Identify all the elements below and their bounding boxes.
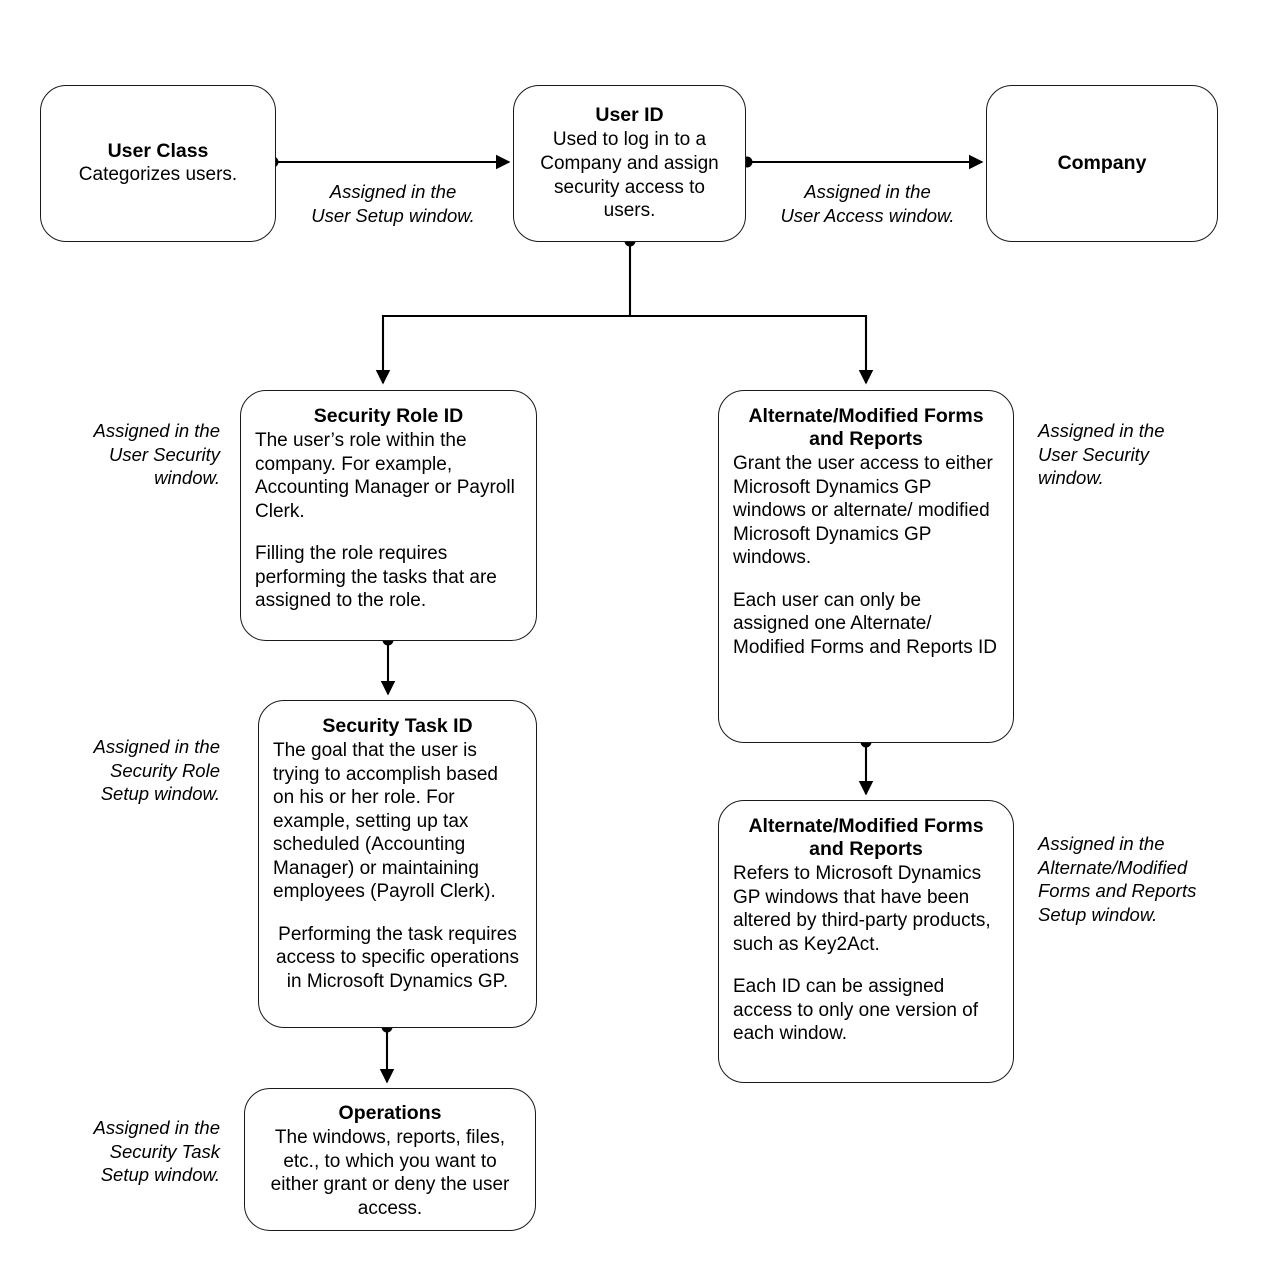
connector-user-id-split bbox=[375, 235, 874, 385]
node-user-id-title: User ID bbox=[595, 104, 664, 127]
node-security-role-id[interactable]: Security Role ID The user’s role within … bbox=[240, 390, 537, 641]
node-user-id[interactable]: User ID Used to log in to a Company and … bbox=[513, 85, 746, 242]
connector-user-class-to-user-id bbox=[267, 154, 511, 170]
edge-label-user-access: Assigned in the User Access window. bbox=[780, 181, 955, 226]
connector-task-to-operations bbox=[379, 1021, 395, 1084]
node-security-role-id-para-1: Filling the role requires performing the… bbox=[255, 543, 497, 612]
node-alt-forms-user-body: Grant the user access to either Microsof… bbox=[733, 452, 999, 659]
node-alt-forms-user[interactable]: Alternate/Modified Forms and Reports Gra… bbox=[718, 390, 1014, 743]
node-security-role-id-title: Security Role ID bbox=[313, 405, 464, 427]
node-user-class-body: Categorizes users. bbox=[55, 163, 261, 187]
node-user-id-body: Used to log in to a Company and assign s… bbox=[528, 128, 731, 222]
node-security-task-id-para-1: Performing the task requires access to s… bbox=[276, 923, 519, 992]
edge-label-security-task-setup: Assigned in the Security Task Setup wind… bbox=[93, 1117, 220, 1186]
node-alt-forms-setup[interactable]: Alternate/Modified Forms and Reports Ref… bbox=[718, 800, 1014, 1083]
node-operations-body: The windows, reports, files, etc., to wh… bbox=[259, 1126, 521, 1220]
node-security-role-id-body: The user’s role within the company. For … bbox=[255, 429, 522, 613]
node-security-task-id[interactable]: Security Task ID The goal that the user … bbox=[258, 700, 537, 1028]
connector-user-id-to-company bbox=[741, 154, 984, 170]
node-alt-forms-setup-title: Alternate/Modified Forms and Reports bbox=[748, 815, 984, 860]
node-alt-forms-setup-para-0: Refers to Microsoft Dynamics GP windows … bbox=[733, 863, 991, 955]
edge-label-user-setup: Assigned in the User Setup window. bbox=[311, 181, 475, 226]
edge-label-user-security-left: Assigned in the User Security window. bbox=[93, 420, 220, 489]
node-operations-para-0: The windows, reports, files, etc., to wh… bbox=[270, 1127, 510, 1219]
paragraph-spacer bbox=[273, 904, 522, 923]
node-user-class[interactable]: User Class Categorizes users. bbox=[40, 85, 276, 242]
edge-label-security-role-setup: Assigned in the Security Role Setup wind… bbox=[93, 736, 220, 805]
node-alt-forms-setup-body: Refers to Microsoft Dynamics GP windows … bbox=[733, 862, 999, 1046]
paragraph-spacer bbox=[733, 956, 999, 975]
node-alt-forms-user-para-1: Each user can only be assigned one Alter… bbox=[733, 589, 997, 658]
edge-label-user-security-right: Assigned in the User Security window. bbox=[1038, 420, 1165, 489]
node-operations-title: Operations bbox=[338, 1102, 442, 1124]
node-company-title: Company bbox=[1057, 152, 1147, 174]
node-alt-forms-setup-para-1: Each ID can be assigned access to only o… bbox=[733, 976, 979, 1045]
paragraph-spacer bbox=[255, 523, 522, 542]
node-operations[interactable]: Operations The windows, reports, files, … bbox=[244, 1088, 536, 1231]
node-user-id-para-0: Used to log in to a Company and assign s… bbox=[540, 129, 719, 222]
node-security-task-id-para-0: The goal that the user is trying to acco… bbox=[273, 740, 498, 903]
node-user-class-para-0: Categorizes users. bbox=[78, 164, 238, 186]
paragraph-spacer bbox=[733, 570, 999, 589]
node-security-task-id-body: The goal that the user is trying to acco… bbox=[273, 739, 522, 993]
edge-label-alt-forms-setup: Assigned in the Alternate/Modified Forms… bbox=[1038, 833, 1197, 926]
node-security-task-id-title: Security Task ID bbox=[322, 715, 473, 737]
connector-role-to-task bbox=[380, 634, 396, 696]
node-security-role-id-para-0: The user’s role within the company. For … bbox=[255, 430, 515, 522]
node-user-class-title: User Class bbox=[107, 140, 209, 163]
node-company[interactable]: Company bbox=[986, 85, 1218, 242]
node-alt-forms-user-title: Alternate/Modified Forms and Reports bbox=[748, 405, 984, 450]
connector-altforms-to-altforms-setup bbox=[858, 736, 874, 796]
node-alt-forms-user-para-0: Grant the user access to either Microsof… bbox=[733, 453, 993, 569]
